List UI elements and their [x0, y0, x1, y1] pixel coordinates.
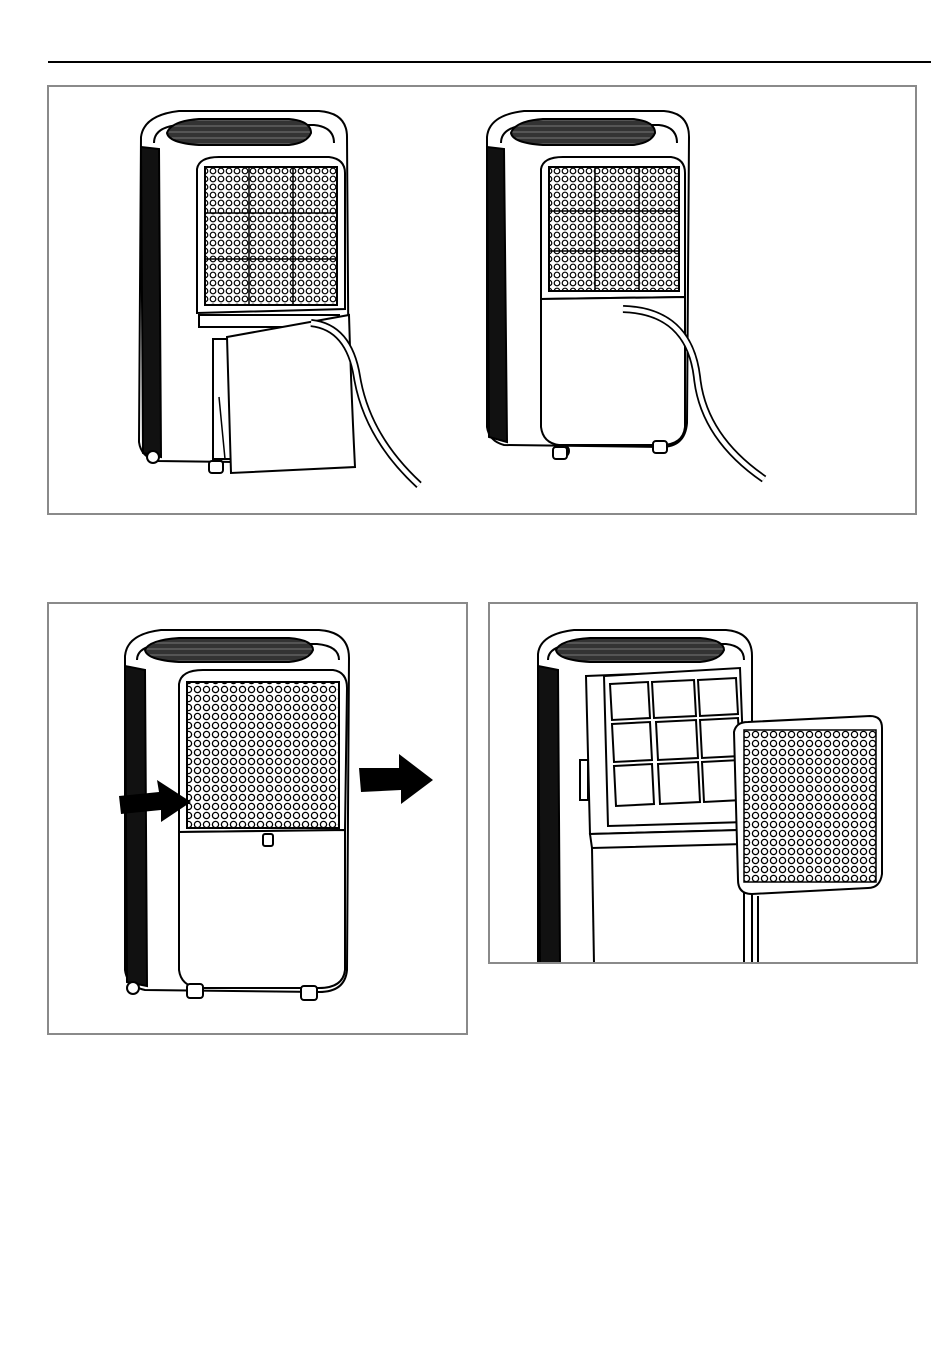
- figure-1-continuous-drain: [47, 85, 917, 515]
- arrow-right-icon: [359, 754, 433, 804]
- figure-3-filter-removed: [488, 602, 918, 964]
- figure-2-drawing: [49, 604, 466, 1033]
- dehumidifier-icon: [125, 630, 349, 1000]
- filter-frame-icon: [604, 668, 746, 826]
- front-grille-icon: [734, 716, 882, 962]
- dehumidifier-icon: [487, 111, 689, 459]
- figure-3-drawing: [490, 604, 916, 962]
- figure-2-remove-grille: [47, 602, 468, 1035]
- dehumidifier-icon: [139, 111, 355, 473]
- header-rule: [48, 61, 931, 63]
- figure-1-drawing: [49, 87, 915, 513]
